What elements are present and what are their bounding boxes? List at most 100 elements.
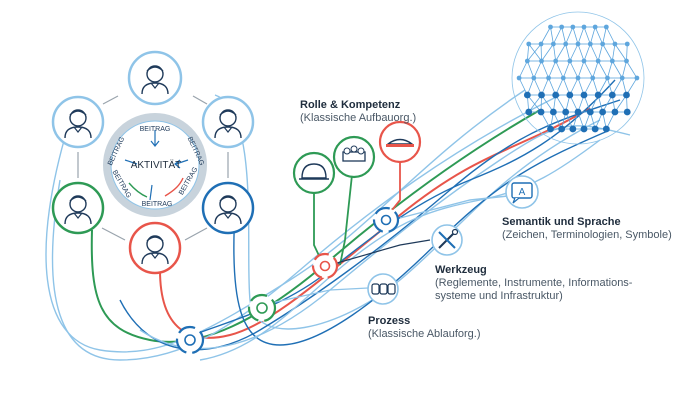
globe-node — [580, 125, 588, 133]
globe-node — [538, 41, 544, 47]
globe-node — [611, 108, 619, 116]
process-icon — [367, 273, 399, 305]
semantik-icon: A — [505, 175, 539, 209]
helmet-icon — [292, 151, 336, 195]
globe-node — [526, 41, 532, 47]
globe-node — [549, 108, 557, 116]
node-green — [247, 293, 277, 323]
person-badge-right — [201, 181, 255, 235]
globe-node — [603, 24, 609, 30]
globe-node — [595, 58, 601, 64]
label-rolle-title: Rolle & Kompetenz — [300, 99, 401, 111]
flow-line — [199, 139, 601, 361]
globe-node — [580, 91, 588, 99]
globe-node — [624, 58, 629, 64]
person-badge-bottom — [128, 221, 182, 275]
globe-node — [516, 75, 522, 81]
connector-rolle-red — [387, 155, 401, 216]
badge-arrows — [77, 95, 229, 241]
person-badge-top — [127, 50, 183, 106]
globe-node — [558, 125, 566, 133]
globe-node — [624, 41, 630, 47]
globe-node — [570, 24, 576, 30]
inner-arrows — [124, 130, 189, 201]
globe-node — [623, 108, 631, 116]
label-semantik: Semantik und Sprache (Zeichen, Terminolo… — [502, 216, 672, 242]
globe-node — [546, 75, 551, 81]
beitrag-label-top: BEITRAG — [140, 126, 171, 133]
globe-node — [581, 24, 587, 30]
globe-node — [608, 91, 616, 99]
label-semantik-title: Semantik und Sprache — [502, 216, 621, 228]
globe-node — [547, 125, 554, 133]
flow-line — [233, 129, 611, 346]
globe-node — [553, 58, 559, 64]
globe-node — [550, 41, 556, 47]
globe-node — [548, 24, 553, 30]
globe-node — [562, 108, 570, 116]
node-red — [311, 252, 339, 280]
connector-semantik — [399, 195, 509, 219]
globe-node — [567, 58, 573, 64]
label-prozess-subtitle: (Klassische Ablauforg.) — [368, 328, 481, 340]
globe-node — [575, 75, 581, 81]
globe-node — [563, 41, 569, 47]
connector-rolle-green — [313, 190, 323, 263]
person-badge-left — [51, 181, 105, 235]
label-werkzeug-title: Werkzeug — [435, 264, 487, 276]
chef-hat-icon — [332, 135, 376, 179]
globe-node — [537, 108, 545, 116]
globe-node — [560, 75, 566, 81]
label-werkzeug: Werkzeug (Reglemente, Instrumente, Infor… — [435, 264, 632, 303]
globe-node — [523, 91, 531, 99]
flow-line — [139, 125, 631, 350]
person-badge-top-left — [51, 95, 105, 149]
globe-node — [586, 108, 594, 116]
globe-node — [590, 75, 596, 81]
node-blue — [175, 325, 205, 355]
globe-node — [592, 24, 598, 30]
flow-line — [51, 94, 561, 361]
label-werkzeug-subtitle-2: systeme und Infrastruktur) — [435, 290, 563, 302]
globe-node — [619, 75, 625, 81]
label-werkzeug-subtitle-1: (Reglemente, Instrumente, Informations- — [435, 277, 633, 289]
globe-node — [594, 91, 602, 99]
semantik-icon-letter: A — [519, 187, 526, 198]
globe-node — [538, 91, 545, 99]
node-navy — [372, 206, 400, 234]
person-badge-top-right — [201, 95, 255, 149]
role-icons — [292, 120, 422, 195]
tools-icon — [431, 224, 463, 256]
cap-icon — [378, 120, 422, 164]
people-cluster: BEITRAG BEITRAG BEITRAG BEITRAG BEITRAG … — [51, 50, 255, 275]
globe-node — [602, 125, 610, 133]
center-label: AKTIVITÄT — [131, 159, 182, 171]
globe-node — [531, 75, 537, 81]
globe-node — [559, 24, 565, 30]
globe-node — [599, 108, 607, 116]
globe-node — [569, 125, 577, 133]
connector-werkzeug — [329, 239, 431, 266]
label-rolle-subtitle: (Klassische Aufbauorg.) — [300, 112, 417, 124]
center-ring — [103, 113, 207, 217]
label-prozess-title: Prozess — [368, 315, 411, 327]
globe-node — [539, 58, 544, 64]
globe-node — [591, 125, 599, 133]
globe-node — [524, 58, 530, 64]
globe-node — [634, 75, 640, 81]
globe-node — [552, 91, 560, 99]
globe-node — [581, 58, 587, 64]
globe-node — [575, 41, 581, 47]
globe-node — [566, 91, 574, 99]
connector-rolle-green-2 — [339, 174, 353, 266]
globe-node — [600, 41, 606, 47]
label-prozess: Prozess (Klassische Ablauforg.) — [368, 315, 481, 341]
label-rolle: Rolle & Kompetenz (Klassische Aufbauorg.… — [300, 99, 416, 125]
globe-node — [605, 75, 610, 81]
globe-node — [623, 91, 630, 99]
globe-node — [525, 108, 533, 116]
globe-node — [612, 41, 618, 47]
label-semantik-subtitle: (Zeichen, Terminologien, Symbole) — [502, 229, 672, 241]
beitrag-label-bottom: BEITRAG — [142, 201, 173, 208]
